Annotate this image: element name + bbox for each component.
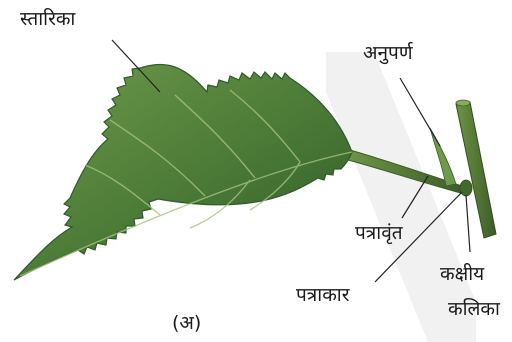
leader-line-petiole (402, 176, 428, 218)
label-axillary-bud-line2: कलिका (448, 300, 500, 319)
label-leaf-base: पत्राकार (296, 286, 350, 305)
leaf-blade (14, 64, 352, 280)
label-stipule: अनुपर्ण (363, 44, 413, 63)
label-petiole: पत्रावृंत (355, 224, 403, 243)
stem-shape (456, 102, 496, 238)
stem-cut-end (456, 100, 470, 106)
leader-line-axillary-bud (466, 195, 470, 252)
figure-caption: (अ) (172, 314, 201, 333)
label-lamina: स्तारिका (20, 10, 75, 29)
leader-line-stipule (400, 78, 440, 146)
axillary-bud-shape (460, 180, 472, 196)
label-axillary-bud-line1: कक्षीय (440, 265, 484, 284)
